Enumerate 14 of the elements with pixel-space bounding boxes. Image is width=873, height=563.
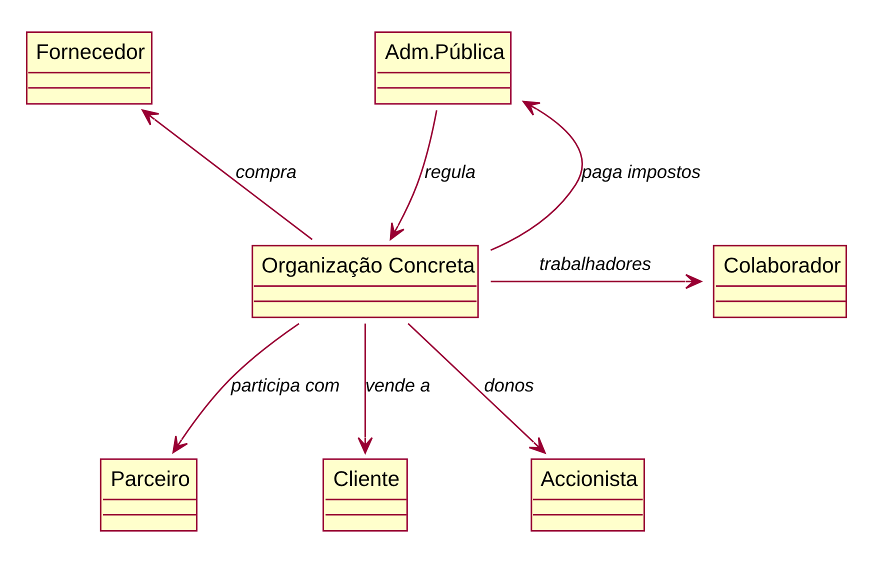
arrow [358,324,373,454]
arrow [408,323,546,454]
edge-label: trabalhadores [539,253,652,274]
arrow [490,100,583,251]
edge-label: paga impostos [582,160,701,182]
arrow [390,110,438,240]
edge-label: participa com [231,374,340,396]
arrow [490,274,702,290]
arrow [172,322,300,454]
arrow [142,109,313,240]
edge-label: donos [484,374,534,396]
edge-label: compra [236,160,297,182]
edge-label: regula [424,160,476,182]
edge-label: vende a [365,374,430,396]
